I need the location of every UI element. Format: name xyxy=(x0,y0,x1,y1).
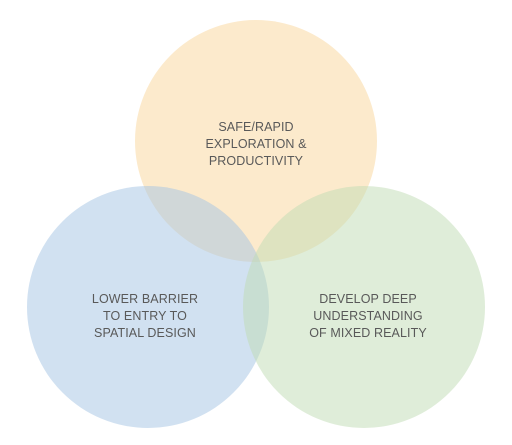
circle-develop-deep xyxy=(243,186,485,428)
label-line: UNDERSTANDING xyxy=(313,309,423,323)
label-line: DEVELOP DEEP xyxy=(319,292,417,306)
label-line: LOWER BARRIER xyxy=(91,292,199,306)
label-line: SPATIAL DESIGN xyxy=(94,326,196,340)
label-line: SAFE/RAPID xyxy=(218,120,294,134)
circle-label-safe-rapid: SAFE/RAPID EXPLORATION & PRODUCTIVITY xyxy=(176,119,336,170)
label-line: TO ENTRY TO xyxy=(103,309,187,323)
label-line: EXPLORATION & xyxy=(205,137,307,151)
circle-label-develop-deep: DEVELOP DEEP UNDERSTANDING OF MIXED REAL… xyxy=(288,291,448,342)
circle-label-lower-barrier: LOWER BARRIER TO ENTRY TO SPATIAL DESIGN xyxy=(70,291,220,342)
circle-lower-barrier xyxy=(27,186,269,428)
label-line: PRODUCTIVITY xyxy=(208,154,304,168)
label-line: OF MIXED REALITY xyxy=(309,326,427,340)
